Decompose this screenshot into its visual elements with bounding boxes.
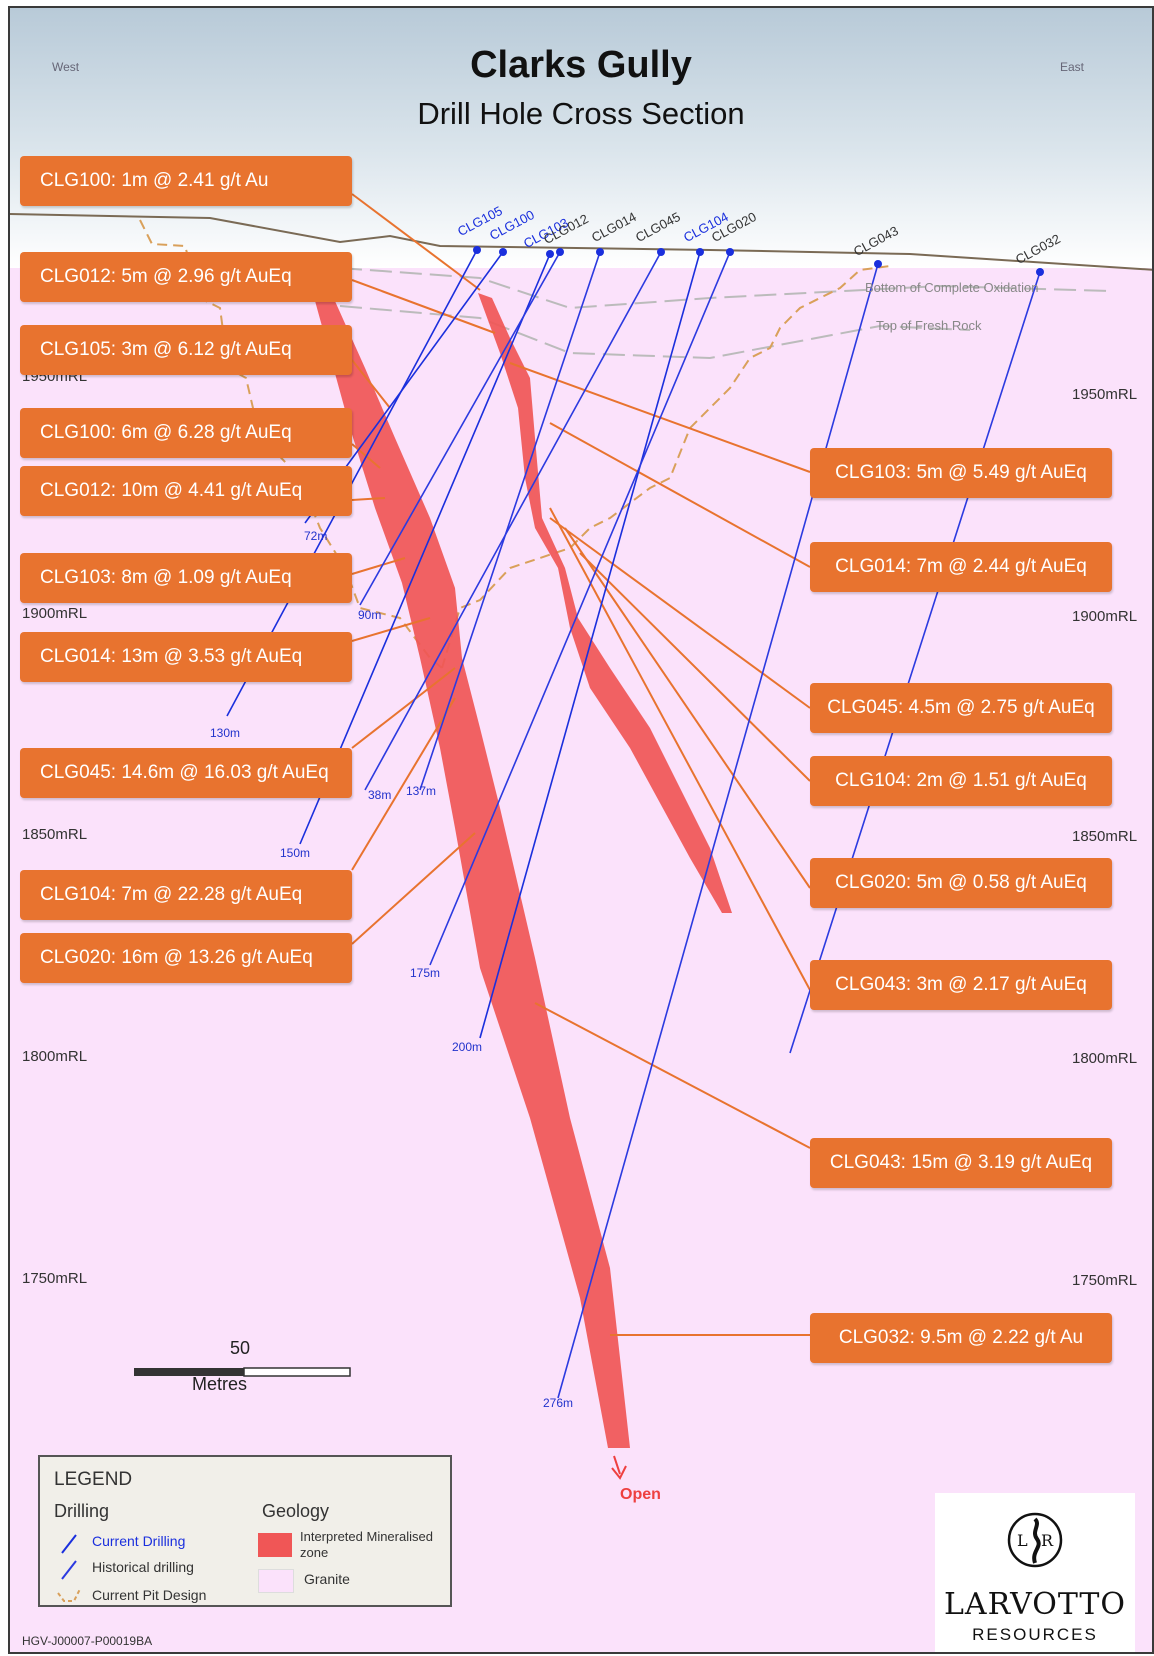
mineralised-swatch	[258, 1533, 292, 1557]
legend-box: LEGEND Drilling Geology Current Drilling…	[38, 1455, 452, 1607]
drill-trace-clg103	[299, 253, 551, 845]
fresh-rock-boundary	[339, 305, 971, 360]
intercept-callout: CLG020: 5m @ 0.58 g/t AuEq	[810, 858, 1112, 908]
east-label: East	[1060, 60, 1085, 74]
depth-label: 276m	[543, 1396, 574, 1410]
intercept-callout: CLG012: 10m @ 4.41 g/t AuEq	[20, 466, 352, 516]
intercept-callout: CLG045: 14.6m @ 16.03 g/t AuEq	[20, 748, 352, 798]
depth-label: 175m	[410, 966, 441, 980]
legend-granite: Granite	[304, 1571, 350, 1587]
scale-unit: Metres	[192, 1374, 248, 1394]
legend-current-drilling: Current Drilling	[92, 1533, 186, 1549]
intercept-callout: CLG020: 16m @ 13.26 g/t AuEq	[20, 933, 352, 983]
legend-mineralised: Interpreted Mineralised zone	[300, 1529, 433, 1560]
legend-title: LEGEND	[54, 1469, 133, 1490]
legend-swatches-drilling	[57, 1534, 81, 1602]
depth-label: 150m	[280, 846, 311, 860]
intercept-callout: CLG100: 6m @ 6.28 g/t AuEq	[20, 408, 352, 458]
pit-design-swatch-icon	[57, 1588, 81, 1602]
intercept-callout: CLG103: 5m @ 5.49 g/t AuEq	[810, 448, 1112, 498]
rl-right-1800: 1800mRL	[1072, 1050, 1138, 1067]
drill-trace-clg043	[557, 263, 879, 1399]
drill-trace-clg104	[479, 251, 701, 1039]
collar-points	[473, 246, 1044, 276]
rl-right-1950: 1950mRL	[1072, 386, 1138, 403]
mineralised-zone-east	[478, 293, 732, 913]
rl-left-1750: 1750mRL	[22, 1270, 88, 1287]
svg-text:L: L	[1017, 1531, 1028, 1550]
page-subtitle: Drill Hole Cross Section	[417, 96, 745, 131]
scale-value: 50	[230, 1338, 251, 1358]
intercept-callout: CLG104: 2m @ 1.51 g/t AuEq	[810, 756, 1112, 806]
pit-design-right	[441, 265, 891, 669]
current-drilling-swatch-icon	[61, 1534, 77, 1554]
oxidation-label: Bottom of Complete Oxidation	[865, 280, 1039, 295]
intercept-callout: CLG100: 1m @ 2.41 g/t Au	[20, 156, 352, 206]
rl-right-1850: 1850mRL	[1072, 828, 1138, 845]
drill-trace-clg020	[429, 251, 731, 966]
intercept-callout: CLG014: 13m @ 3.53 g/t AuEq	[20, 632, 352, 682]
scale-bar-light	[243, 1367, 351, 1377]
legend-pit-design: Current Pit Design	[92, 1587, 207, 1603]
intercept-callout: CLG043: 15m @ 3.19 g/t AuEq	[810, 1138, 1112, 1188]
depth-label: 72m	[304, 529, 328, 543]
page-title: Clarks Gully	[470, 44, 692, 86]
legend-drilling-heading: Drilling	[54, 1501, 110, 1521]
drill-trace-clg014	[419, 251, 601, 791]
company-logo: L R LARVOTTO RESOURCES	[935, 1493, 1135, 1652]
depth-label: 200m	[452, 1040, 483, 1054]
depth-label: 130m	[210, 726, 241, 740]
intercept-callout: CLG014: 7m @ 2.44 g/t AuEq	[810, 542, 1112, 592]
logo-subtitle: RESOURCES	[972, 1625, 1098, 1644]
open-arrow-shaft	[613, 1455, 621, 1475]
legend-historical-drilling: Historical drilling	[92, 1559, 194, 1575]
intercept-callout: CLG103: 8m @ 1.09 g/t AuEq	[20, 553, 352, 603]
rl-left-1800: 1800mRL	[22, 1048, 88, 1065]
seahorse-emblem-icon: L R	[1007, 1512, 1063, 1568]
intercept-callout: CLG032: 9.5m @ 2.22 g/t Au	[810, 1313, 1112, 1363]
drill-trace-clg012	[359, 251, 561, 606]
fresh-rock-label: Top of Fresh Rock	[876, 318, 982, 333]
drill-trace-clg032	[789, 271, 1041, 1054]
logo-name: LARVOTTO	[943, 1587, 1126, 1622]
document-reference: HGV-J00007-P00019BA	[22, 1634, 153, 1648]
oxidation-boundary	[339, 267, 1111, 310]
intercept-callout: CLG105: 3m @ 6.12 g/t AuEq	[20, 325, 352, 375]
scale-bar-dark	[134, 1368, 244, 1376]
legend-geology-heading: Geology	[262, 1501, 330, 1521]
intercept-callout: CLG012: 5m @ 2.96 g/t AuEq	[20, 252, 352, 302]
depth-label: 137m	[406, 784, 437, 798]
sky-background	[10, 8, 1152, 268]
open-label: Open	[620, 1486, 661, 1503]
svg-text:R: R	[1041, 1531, 1054, 1550]
rl-left-1900: 1900mRL	[22, 605, 88, 622]
intercept-callout: CLG043: 3m @ 2.17 g/t AuEq	[810, 960, 1112, 1010]
historical-drilling-swatch-icon	[61, 1560, 77, 1580]
figure-frame: Clarks Gully Drill Hole Cross Section We…	[8, 6, 1154, 1654]
depth-label: 90m	[358, 608, 382, 622]
intercept-callout: CLG104: 7m @ 22.28 g/t AuEq	[20, 870, 352, 920]
rl-left-1850: 1850mRL	[22, 826, 88, 843]
rl-right-1900: 1900mRL	[1072, 608, 1138, 625]
rl-right-1750: 1750mRL	[1072, 1272, 1138, 1289]
drill-trace-clg045	[364, 251, 662, 791]
intercept-callout: CLG045: 4.5m @ 2.75 g/t AuEq	[810, 683, 1112, 733]
west-label: West	[52, 60, 80, 74]
granite-swatch	[258, 1569, 294, 1593]
open-arrow-head	[611, 1465, 627, 1480]
depth-label: 38m	[368, 788, 392, 802]
